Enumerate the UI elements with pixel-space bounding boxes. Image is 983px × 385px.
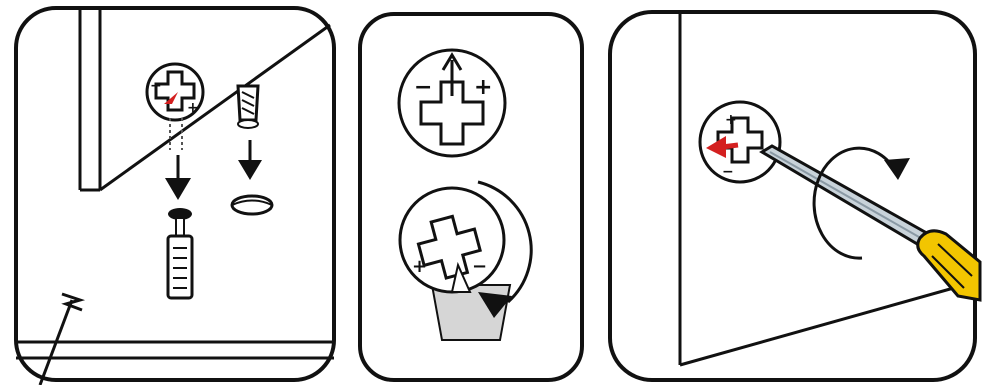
cam-lock-icon: − + <box>399 50 505 156</box>
panel-step-2: − + + − <box>360 14 582 380</box>
cover-cap-icon <box>232 196 272 214</box>
cam-lock-icon: − + <box>147 64 203 120</box>
minus-sign: − <box>150 78 162 94</box>
minus-sign: − <box>472 256 487 277</box>
plus-sign: + <box>474 75 492 100</box>
cam-lock-icon: + − <box>700 102 780 182</box>
plus-sign: + <box>725 112 737 128</box>
plus-sign: + <box>187 100 199 116</box>
minus-sign: − <box>722 164 734 180</box>
plus-sign: + <box>412 256 427 277</box>
panel-step-3: + − <box>610 12 980 380</box>
panel-step-1: − + <box>16 8 334 385</box>
minus-sign: − <box>414 75 432 100</box>
panel-frame <box>610 12 975 380</box>
cam-bolt-icon <box>238 86 258 128</box>
